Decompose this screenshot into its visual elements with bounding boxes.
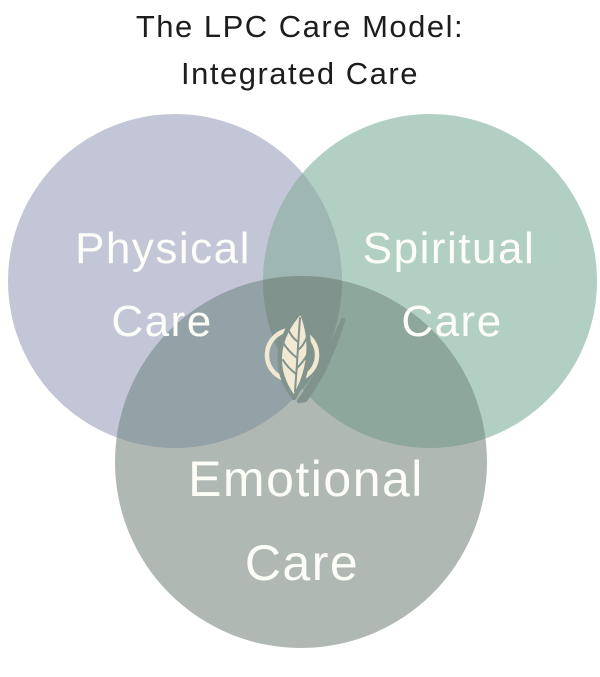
page-title-line-1: The LPC Care Model:	[136, 9, 464, 44]
leaf-vein-left-1	[282, 359, 297, 375]
leaf-vein-left-2	[283, 343, 298, 359]
leaf-vein-left-3	[287, 328, 299, 343]
leaf-vein-center	[294, 317, 301, 392]
page-title-line-2: Integrated Care	[181, 56, 419, 91]
physical-emotional-overlap	[115, 276, 342, 448]
spiritual-care-label-line-2: Care	[401, 297, 502, 346]
leaf-vein-right-1	[296, 354, 308, 369]
leaf-vein-right-2	[297, 336, 308, 351]
emotional-care-label-line-2: Care	[245, 535, 359, 591]
spiritual-emotional-overlap	[263, 276, 487, 448]
leaf-blade	[296, 317, 346, 404]
physical-care-label-line-2: Care	[111, 297, 212, 346]
leaf-logo-icon	[264, 308, 346, 404]
physical-care-label-line-1: Physical	[75, 224, 251, 273]
leaf-veins	[282, 317, 308, 392]
spiritual-care-label-line-1: Spiritual	[363, 224, 535, 273]
emotional-care-label-line-1: Emotional	[188, 451, 424, 507]
physical-emotional-overlap-fill	[115, 276, 342, 448]
spiritual-emotional-overlap-fill	[263, 276, 487, 448]
